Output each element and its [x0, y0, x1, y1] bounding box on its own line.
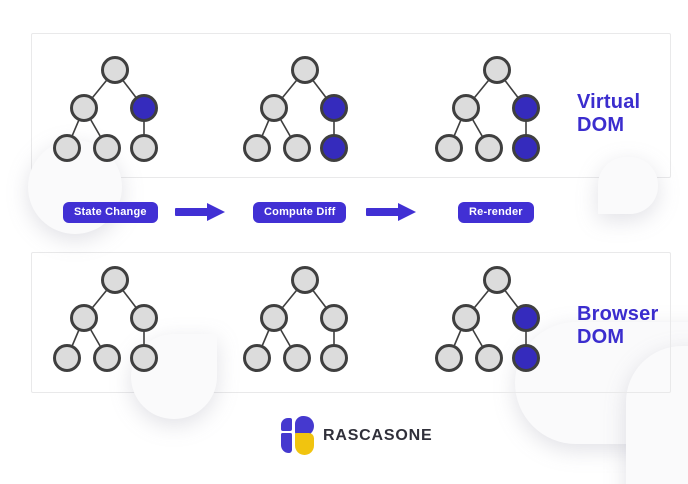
tree-node-left-child-2	[93, 134, 121, 162]
arrow-head	[207, 203, 225, 221]
tree-node-root	[101, 56, 129, 84]
tree-node-right	[320, 304, 348, 332]
tree-node-root	[291, 56, 319, 84]
tree-node-left-child-1	[243, 134, 271, 162]
tree-node-right-child	[130, 344, 158, 372]
tree-node-left-child-1	[53, 134, 81, 162]
tree-node-root	[483, 266, 511, 294]
tree-node-right-highlighted	[320, 94, 348, 122]
dom-tree	[434, 266, 544, 374]
tree-node-right-highlighted	[512, 304, 540, 332]
tree-node-left-child-2	[475, 344, 503, 372]
tree-node-left-child-2	[283, 344, 311, 372]
virtual-dom-label: Virtual DOM	[577, 91, 640, 137]
tree-node-right-highlighted	[130, 94, 158, 122]
arrow-right-icon	[175, 203, 225, 221]
tree-node-left-child-2	[283, 134, 311, 162]
tree-node-right-child-highlighted	[320, 134, 348, 162]
virtual-dom-label-line1: Virtual	[577, 91, 641, 113]
droplet-shape-corner	[626, 346, 688, 484]
tree-node-left	[452, 304, 480, 332]
tree-node-left	[260, 94, 288, 122]
dom-tree	[242, 56, 352, 164]
rascasone-logo: RASCASONE	[281, 416, 432, 455]
rascasone-logo-icon	[281, 416, 314, 455]
tree-node-right-child-highlighted	[512, 134, 540, 162]
arrow-shaft	[366, 208, 399, 216]
tree-node-left	[452, 94, 480, 122]
tree-node-right-child	[130, 134, 158, 162]
tree-node-root	[291, 266, 319, 294]
tree-node-left	[70, 304, 98, 332]
tree-node-left-child-1	[53, 344, 81, 372]
arrow-shaft	[175, 208, 208, 216]
flow-step-compute-diff: Compute Diff	[253, 202, 347, 223]
flow-step-re-render: Re-render	[458, 202, 534, 223]
tree-node-left-child-1	[435, 344, 463, 372]
tree-node-left	[260, 304, 288, 332]
rascasone-logo-text: RASCASONE	[323, 426, 433, 444]
arrow-head	[398, 203, 416, 221]
tree-node-root	[483, 56, 511, 84]
browser-dom-panel: Browser DOM	[31, 252, 671, 393]
tree-node-root	[101, 266, 129, 294]
tree-node-left-child-2	[475, 134, 503, 162]
dom-tree	[434, 56, 544, 164]
browser-dom-label-line2: DOM	[577, 326, 625, 348]
tree-node-left	[70, 94, 98, 122]
tree-node-right	[130, 304, 158, 332]
dom-tree	[242, 266, 352, 374]
flow-step-state-change: State Change	[63, 202, 158, 223]
dom-tree	[52, 56, 162, 164]
tree-node-right-highlighted	[512, 94, 540, 122]
browser-dom-label-line1: Browser	[577, 303, 659, 325]
tree-node-left-child-1	[435, 134, 463, 162]
virtual-dom-label-line2: DOM	[577, 114, 625, 136]
tree-node-right-child-highlighted	[512, 344, 540, 372]
tree-node-right-child	[320, 344, 348, 372]
virtual-dom-panel: Virtual DOM	[31, 33, 671, 178]
arrow-right-icon	[366, 203, 416, 221]
dom-tree	[52, 266, 162, 374]
browser-dom-label: Browser DOM	[577, 303, 658, 349]
tree-node-left-child-1	[243, 344, 271, 372]
droplet-shape-right	[598, 157, 658, 214]
tree-node-left-child-2	[93, 344, 121, 372]
